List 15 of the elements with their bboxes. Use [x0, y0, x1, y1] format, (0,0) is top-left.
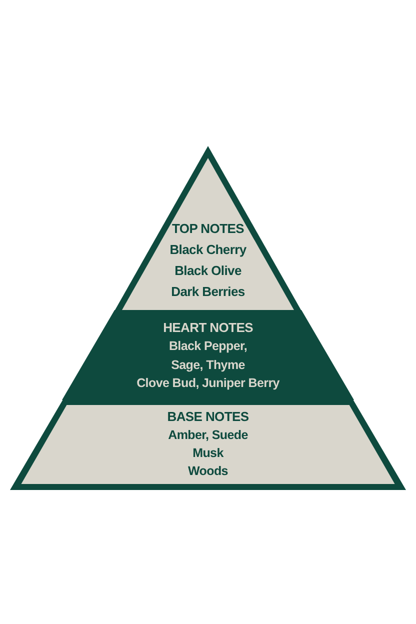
tier-heading: TOP NOTES	[172, 220, 244, 238]
note-text: Dark Berries	[171, 283, 245, 301]
note-text: Black Cherry	[170, 241, 246, 259]
pyramid-tier	[10, 400, 406, 490]
note-text: Sage, Thyme	[171, 356, 245, 374]
note-text: Amber, Suede	[168, 427, 248, 444]
note-text: Clove Bud, Juniper Berry	[136, 375, 280, 392]
note-text: Black Olive	[174, 262, 242, 280]
pyramid-tier	[62, 310, 354, 400]
note-text: Woods	[188, 463, 228, 480]
tier-heading: HEART NOTES	[163, 319, 253, 337]
pyramid-tier	[115, 146, 301, 310]
note-text: Musk	[192, 445, 224, 462]
note-text: Black Pepper,	[168, 338, 248, 355]
tier-heading: BASE NOTES	[167, 408, 249, 426]
